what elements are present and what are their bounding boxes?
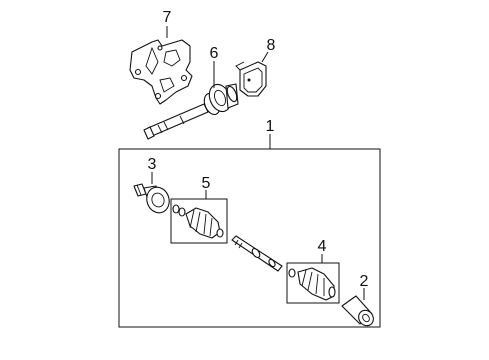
callout-8: 8 [267,37,276,54]
callout-7: 7 [163,9,172,26]
outer-joint [341,295,374,327]
assembly-frame [118,148,381,328]
callout-3: 3 [148,156,157,173]
bracket [129,39,193,105]
leader-lines [151,26,365,300]
shield [235,61,267,97]
axle-shaft [231,235,283,272]
callout-1: 1 [266,118,275,135]
inner-boot-kit [170,198,228,244]
callout-6: 6 [210,45,219,62]
intermediate-shaft [143,83,239,140]
inner-joint [133,183,170,214]
outer-boot-kit [286,262,340,304]
callout-2: 2 [360,273,369,290]
callout-4: 4 [318,238,327,255]
callout-5: 5 [202,175,211,192]
